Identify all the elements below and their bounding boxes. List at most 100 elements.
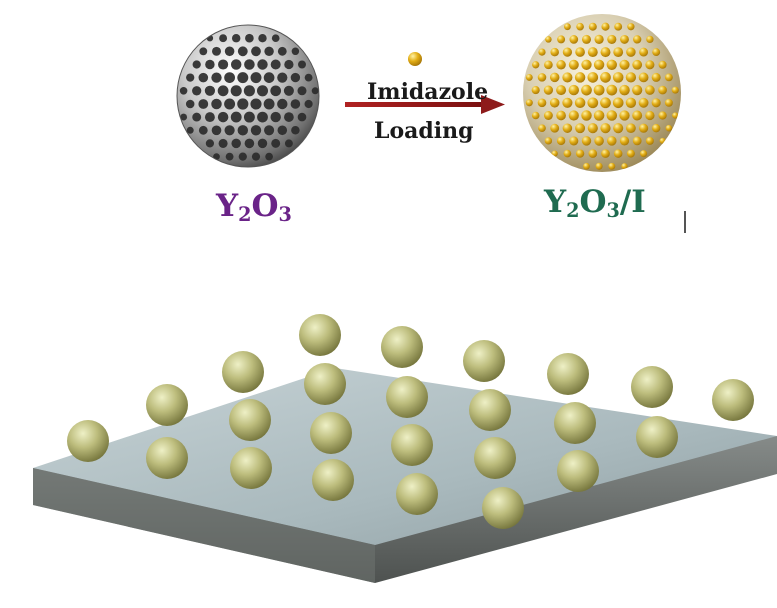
sphere-pore — [277, 98, 288, 110]
loaded-molecule-dot — [614, 22, 623, 31]
loaded-molecule-dot — [575, 149, 585, 158]
loaded-molecule-dot — [581, 136, 592, 146]
loaded-molecule-dot — [638, 72, 649, 83]
label-y2o3-y-sub: 2 — [238, 202, 252, 226]
sphere-pore — [179, 87, 188, 95]
sphere-pore — [218, 59, 229, 70]
sphere-pore — [198, 72, 209, 83]
sphere-pore — [237, 46, 248, 57]
imidazole-molecule-icon — [408, 52, 422, 66]
sphere-pore — [297, 112, 307, 122]
sphere-pore — [213, 153, 220, 160]
sphere-pore — [219, 34, 228, 43]
particle-sphere — [463, 340, 505, 382]
loaded-molecule-dot — [659, 137, 666, 144]
sphere-pore — [185, 99, 195, 109]
loaded-molecule-dot — [651, 98, 661, 108]
loaded-molecule-dot — [569, 136, 579, 146]
loaded-molecule-dot — [639, 123, 649, 133]
loaded-molecule-dot — [671, 86, 679, 94]
label-y2o3: Y2O3 — [216, 188, 292, 226]
loaded-molecule-dot — [543, 85, 554, 95]
loaded-molecule-dot — [562, 47, 573, 57]
loaded-molecule-dot — [556, 85, 567, 96]
sphere-pore — [250, 72, 262, 84]
particle-sphere — [391, 424, 433, 466]
loaded-molecule-dot — [664, 98, 673, 107]
loaded-molecule-dot — [612, 97, 624, 109]
particle-sphere — [636, 416, 678, 458]
loaded-molecule-dot — [613, 149, 623, 158]
label-y2o3-y: Y — [216, 188, 239, 224]
loaded-molecule-dot — [543, 111, 553, 120]
loaded-molecule-dot — [645, 85, 655, 95]
loaded-molecule-dot — [607, 34, 617, 44]
loaded-molecule-dot — [612, 72, 624, 83]
particle-sphere — [146, 384, 188, 426]
sphere-pore — [264, 125, 275, 136]
sphere-pore — [257, 111, 268, 123]
loaded-molecule-dot — [545, 36, 552, 43]
loaded-molecule-dot — [531, 86, 540, 95]
label-y2o3-i-o: O — [579, 184, 607, 220]
loaded-molecule-dot — [568, 59, 579, 70]
sphere-pore — [218, 138, 228, 148]
loaded-molecule-dot — [575, 47, 585, 57]
particle-sphere — [312, 459, 354, 501]
particle-sphere — [230, 447, 272, 489]
sphere-pore — [265, 152, 273, 161]
loaded-molecule-dot — [594, 34, 604, 45]
particle-sphere — [482, 487, 524, 529]
particle-sphere — [396, 473, 438, 515]
loaded-molecule-dot — [632, 110, 643, 121]
sphere-pore — [251, 152, 261, 161]
sphere-pore — [291, 126, 300, 135]
loaded-molecule-dot — [606, 110, 618, 121]
sphere-pore — [244, 59, 255, 70]
sphere-pore — [224, 98, 236, 110]
sphere-pore — [311, 87, 319, 95]
particle-sphere — [222, 351, 264, 393]
loaded-molecule-dot — [639, 47, 649, 57]
sphere-pore — [243, 85, 255, 97]
particle-sphere — [547, 353, 589, 395]
sphere-pore — [198, 99, 209, 109]
sphere-pore — [298, 60, 306, 69]
sphere-pore — [271, 138, 281, 148]
loaded-molecule-dot — [556, 60, 566, 70]
loaded-molecule-dot — [556, 136, 566, 146]
loaded-molecule-dot — [645, 110, 655, 121]
particle-sphere — [310, 412, 352, 454]
loaded-molecule-dot — [619, 110, 630, 121]
loaded-molecule-dot — [640, 150, 648, 158]
sphere-pore — [270, 85, 282, 97]
loaded-molecule-dot — [593, 84, 605, 96]
loaded-molecule-dot — [619, 84, 630, 96]
loaded-molecule-dot — [601, 149, 610, 158]
loaded-molecule-dot — [645, 136, 654, 145]
loaded-molecule-dot — [619, 59, 630, 70]
loaded-molecule-dot — [651, 72, 661, 82]
loaded-molecule-dot — [625, 72, 637, 83]
loaded-molecule-dot — [606, 84, 618, 96]
loaded-molecule-dot — [549, 72, 560, 83]
loaded-molecule-dot — [626, 123, 636, 134]
sphere-pore — [211, 125, 222, 136]
loaded-molecule-dot — [619, 136, 630, 146]
loaded-molecule-dot — [550, 123, 560, 133]
particle-sphere — [554, 402, 596, 444]
sphere-pore — [263, 98, 275, 110]
arrow-right-icon — [345, 95, 505, 114]
loaded-molecule-dot — [538, 48, 546, 56]
loaded-molecule-dot — [632, 59, 643, 70]
process-label-line1: Imidazole — [367, 79, 489, 105]
particle-sphere — [631, 366, 673, 408]
loaded-molecule-dot — [587, 72, 599, 83]
sphere-pore — [283, 85, 294, 96]
sphere-pore — [199, 47, 208, 56]
loaded-molecule-dot — [574, 97, 586, 109]
sphere-pore — [217, 85, 229, 97]
sphere-pore — [290, 99, 301, 109]
sphere-pore — [284, 59, 294, 70]
